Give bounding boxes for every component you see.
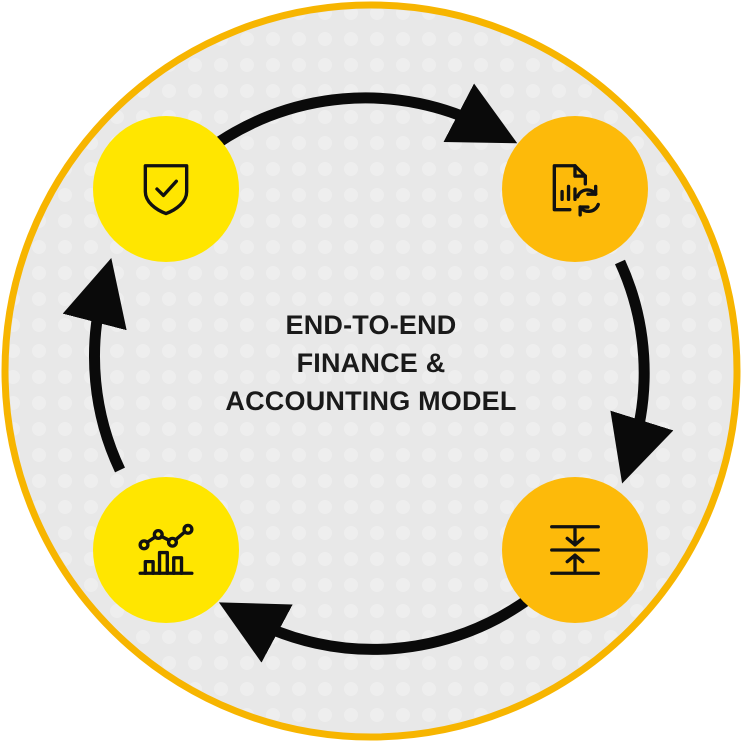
title-line-1: END-TO-END xyxy=(285,310,457,340)
title-line-3: ACCOUNTING MODEL xyxy=(225,386,517,416)
arrow-left xyxy=(62,258,127,473)
arrow-right xyxy=(610,259,674,484)
arrow-top xyxy=(201,83,518,157)
diagram-title: END-TO-END FINANCE & ACCOUNTING MODEL xyxy=(171,306,571,420)
document-refresh-icon xyxy=(552,164,600,217)
shield-check-icon xyxy=(143,164,189,216)
node-bottom-right xyxy=(502,477,648,623)
arrow-bottom xyxy=(218,593,534,663)
node-top-right xyxy=(502,116,648,262)
compress-vertical-icon xyxy=(550,525,600,575)
analytics-chart-icon xyxy=(138,523,194,575)
title-line-2: FINANCE & xyxy=(296,348,446,378)
node-top-left xyxy=(93,116,239,262)
node-bottom-left xyxy=(93,477,239,623)
